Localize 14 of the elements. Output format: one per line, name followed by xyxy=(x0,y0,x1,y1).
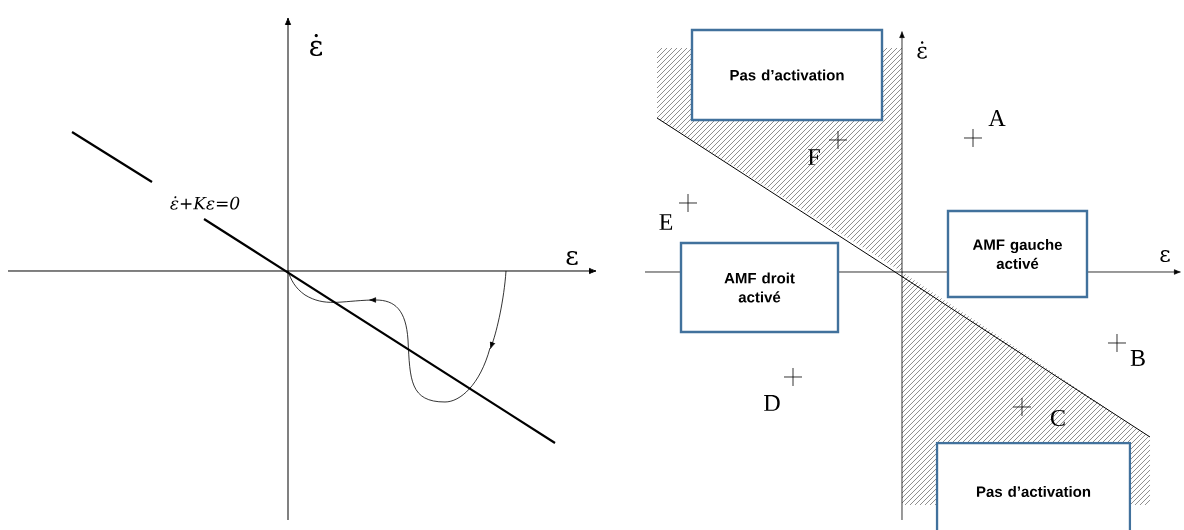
point-label: F xyxy=(808,149,820,165)
region-box: AMF gauche activé xyxy=(946,209,1089,299)
region-box: Pas d’activation xyxy=(935,441,1132,530)
axis-label: ε xyxy=(566,250,578,266)
point-label: A xyxy=(988,110,1006,126)
point-label: E xyxy=(659,214,673,230)
axis-label: ε̇ xyxy=(917,41,927,59)
axis-label: ε xyxy=(1160,250,1170,262)
region-box: Pas d’activation xyxy=(690,28,884,122)
point-label: D xyxy=(764,395,780,411)
region-box: AMF droit activé xyxy=(679,241,840,334)
axis-label: ε̇ xyxy=(310,34,322,56)
point-label: B xyxy=(1130,350,1145,366)
equation-label: ε̇+Kε=0 xyxy=(170,196,240,210)
